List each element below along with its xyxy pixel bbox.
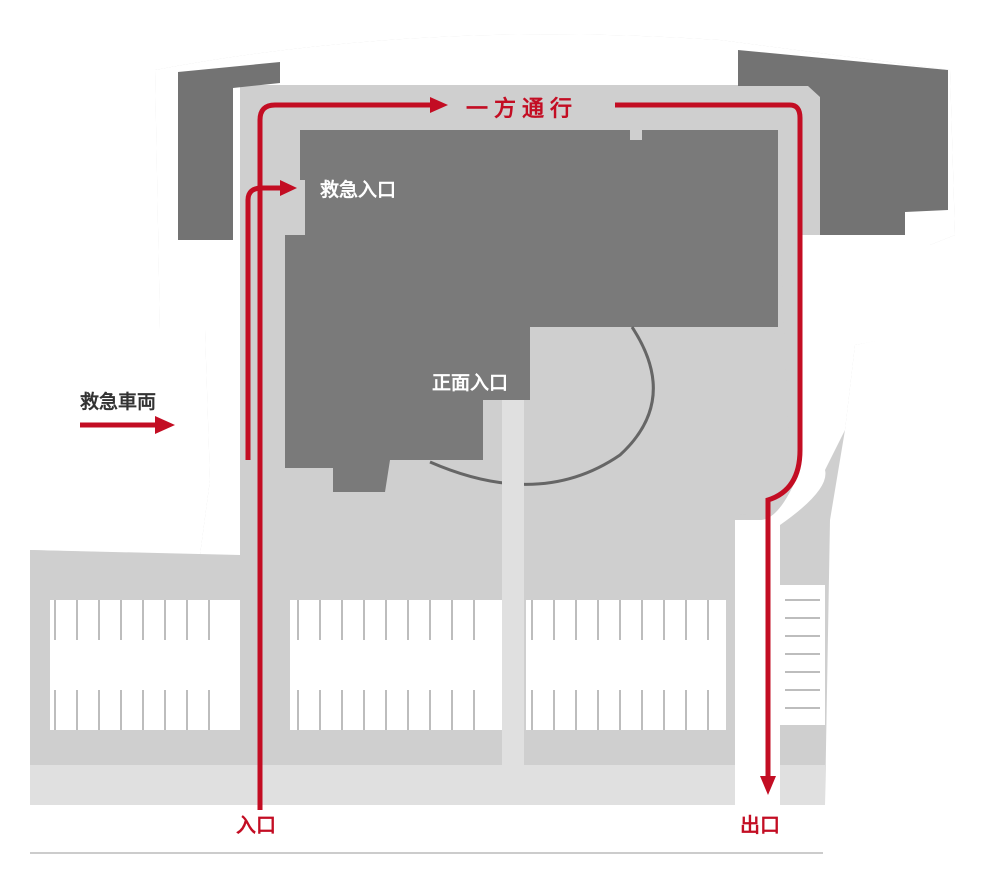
west-building	[178, 62, 280, 240]
central-walkway	[502, 400, 524, 800]
dropoff-arc	[429, 326, 655, 486]
one-way-label: 一方通行	[466, 96, 578, 122]
parking-aisle-center	[290, 600, 502, 730]
arrow-down-icon	[760, 776, 776, 795]
emergency-vehicles-label: 救急車両	[80, 390, 156, 413]
arrow-right-icon	[155, 416, 175, 434]
main-building	[285, 130, 778, 492]
east-building	[738, 50, 948, 235]
entry-route	[257, 102, 432, 810]
main-entrance-label: 正面入口	[432, 372, 508, 394]
emergency-entrance-label: 救急入口	[320, 178, 396, 201]
road-ring	[155, 34, 955, 806]
lot-lower-strip	[30, 765, 825, 805]
exit-label: 出口	[740, 813, 780, 837]
emergency-route	[245, 185, 282, 460]
parking-aisle-east	[526, 600, 726, 730]
entrance-label: 入口	[236, 813, 276, 837]
arrow-right-icon	[280, 180, 297, 196]
parking-aisle-west	[50, 600, 240, 730]
oneway-route-tail	[615, 102, 803, 780]
parking-stall-lines	[54, 599, 820, 730]
arrow-right-icon	[430, 97, 448, 113]
